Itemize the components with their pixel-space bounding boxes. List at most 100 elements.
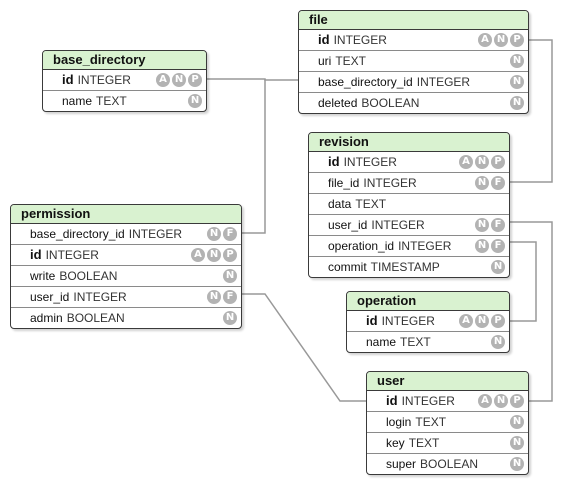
field-flags: N xyxy=(510,457,524,471)
link-permission-base-directory xyxy=(240,79,266,234)
primary-key-badge: P xyxy=(510,33,524,47)
field-type: INTEGER xyxy=(363,176,417,190)
field-type: INTEGER xyxy=(77,73,131,87)
field-name: user_id xyxy=(30,290,70,304)
field-type: TEXT xyxy=(335,54,367,68)
link-file-base-directory xyxy=(205,78,298,81)
primary-key-badge: P xyxy=(491,155,505,169)
field-type: INTEGER xyxy=(381,314,435,328)
auto-increment-badge: A xyxy=(478,33,492,47)
link-revision-operation xyxy=(508,241,537,322)
not-null-badge: N xyxy=(223,311,237,325)
field-type: TEXT xyxy=(355,197,387,211)
field-type: TEXT xyxy=(96,94,127,108)
field-type: TEXT xyxy=(408,436,440,450)
field-type: INTEGER xyxy=(401,394,455,408)
not-null-badge: N xyxy=(491,335,505,349)
field-name: base_directory_id xyxy=(318,75,413,89)
not-null-badge: N xyxy=(475,176,489,190)
field-type: BOOLEAN xyxy=(420,457,479,471)
foreign-key-badge: F xyxy=(223,290,237,304)
field-name: id xyxy=(318,32,330,47)
not-null-badge: N xyxy=(510,75,524,89)
field-flags: N xyxy=(510,75,524,89)
field-flags: N xyxy=(223,269,237,283)
field-name: write xyxy=(30,269,56,283)
not-null-badge: N xyxy=(207,248,221,262)
field-type: INTEGER xyxy=(333,33,387,47)
primary-key-badge: P xyxy=(510,394,524,408)
field-type: INTEGER xyxy=(371,218,425,232)
field-name: login xyxy=(386,415,412,429)
not-null-badge: N xyxy=(510,54,524,68)
field-name: super xyxy=(386,457,417,471)
foreign-key-badge: F xyxy=(223,227,237,241)
field-type: BOOLEAN xyxy=(59,269,118,283)
field-type: INTEGER xyxy=(128,227,183,241)
not-null-badge: N xyxy=(510,436,524,450)
table-title: file xyxy=(299,11,528,30)
table-title: revision xyxy=(309,133,509,152)
not-null-badge: N xyxy=(491,260,505,274)
not-null-badge: N xyxy=(475,239,489,253)
field-flags: N xyxy=(510,54,524,68)
table-title: base_directory xyxy=(43,51,206,70)
field-name: key xyxy=(386,436,405,450)
field-name: user_id xyxy=(328,218,368,232)
field-type: INTEGER xyxy=(343,155,397,169)
field-name: uri xyxy=(318,54,332,68)
field-name: data xyxy=(328,197,352,211)
field-type: INTEGER xyxy=(45,248,99,262)
not-null-badge: N xyxy=(475,314,489,328)
field-type: INTEGER xyxy=(398,239,452,253)
field-name: admin xyxy=(30,311,63,325)
not-null-badge: N xyxy=(207,227,221,241)
not-null-badge: N xyxy=(475,155,489,169)
not-null-badge: N xyxy=(510,415,524,429)
field-name: name xyxy=(366,335,397,349)
auto-increment-badge: A xyxy=(478,394,492,408)
foreign-key-badge: F xyxy=(491,239,505,253)
field-flags: N xyxy=(510,436,524,450)
field-flags: N xyxy=(491,260,505,274)
field-name: file_id xyxy=(328,176,360,190)
field-flags: N xyxy=(223,311,237,325)
not-null-badge: N xyxy=(188,94,202,108)
